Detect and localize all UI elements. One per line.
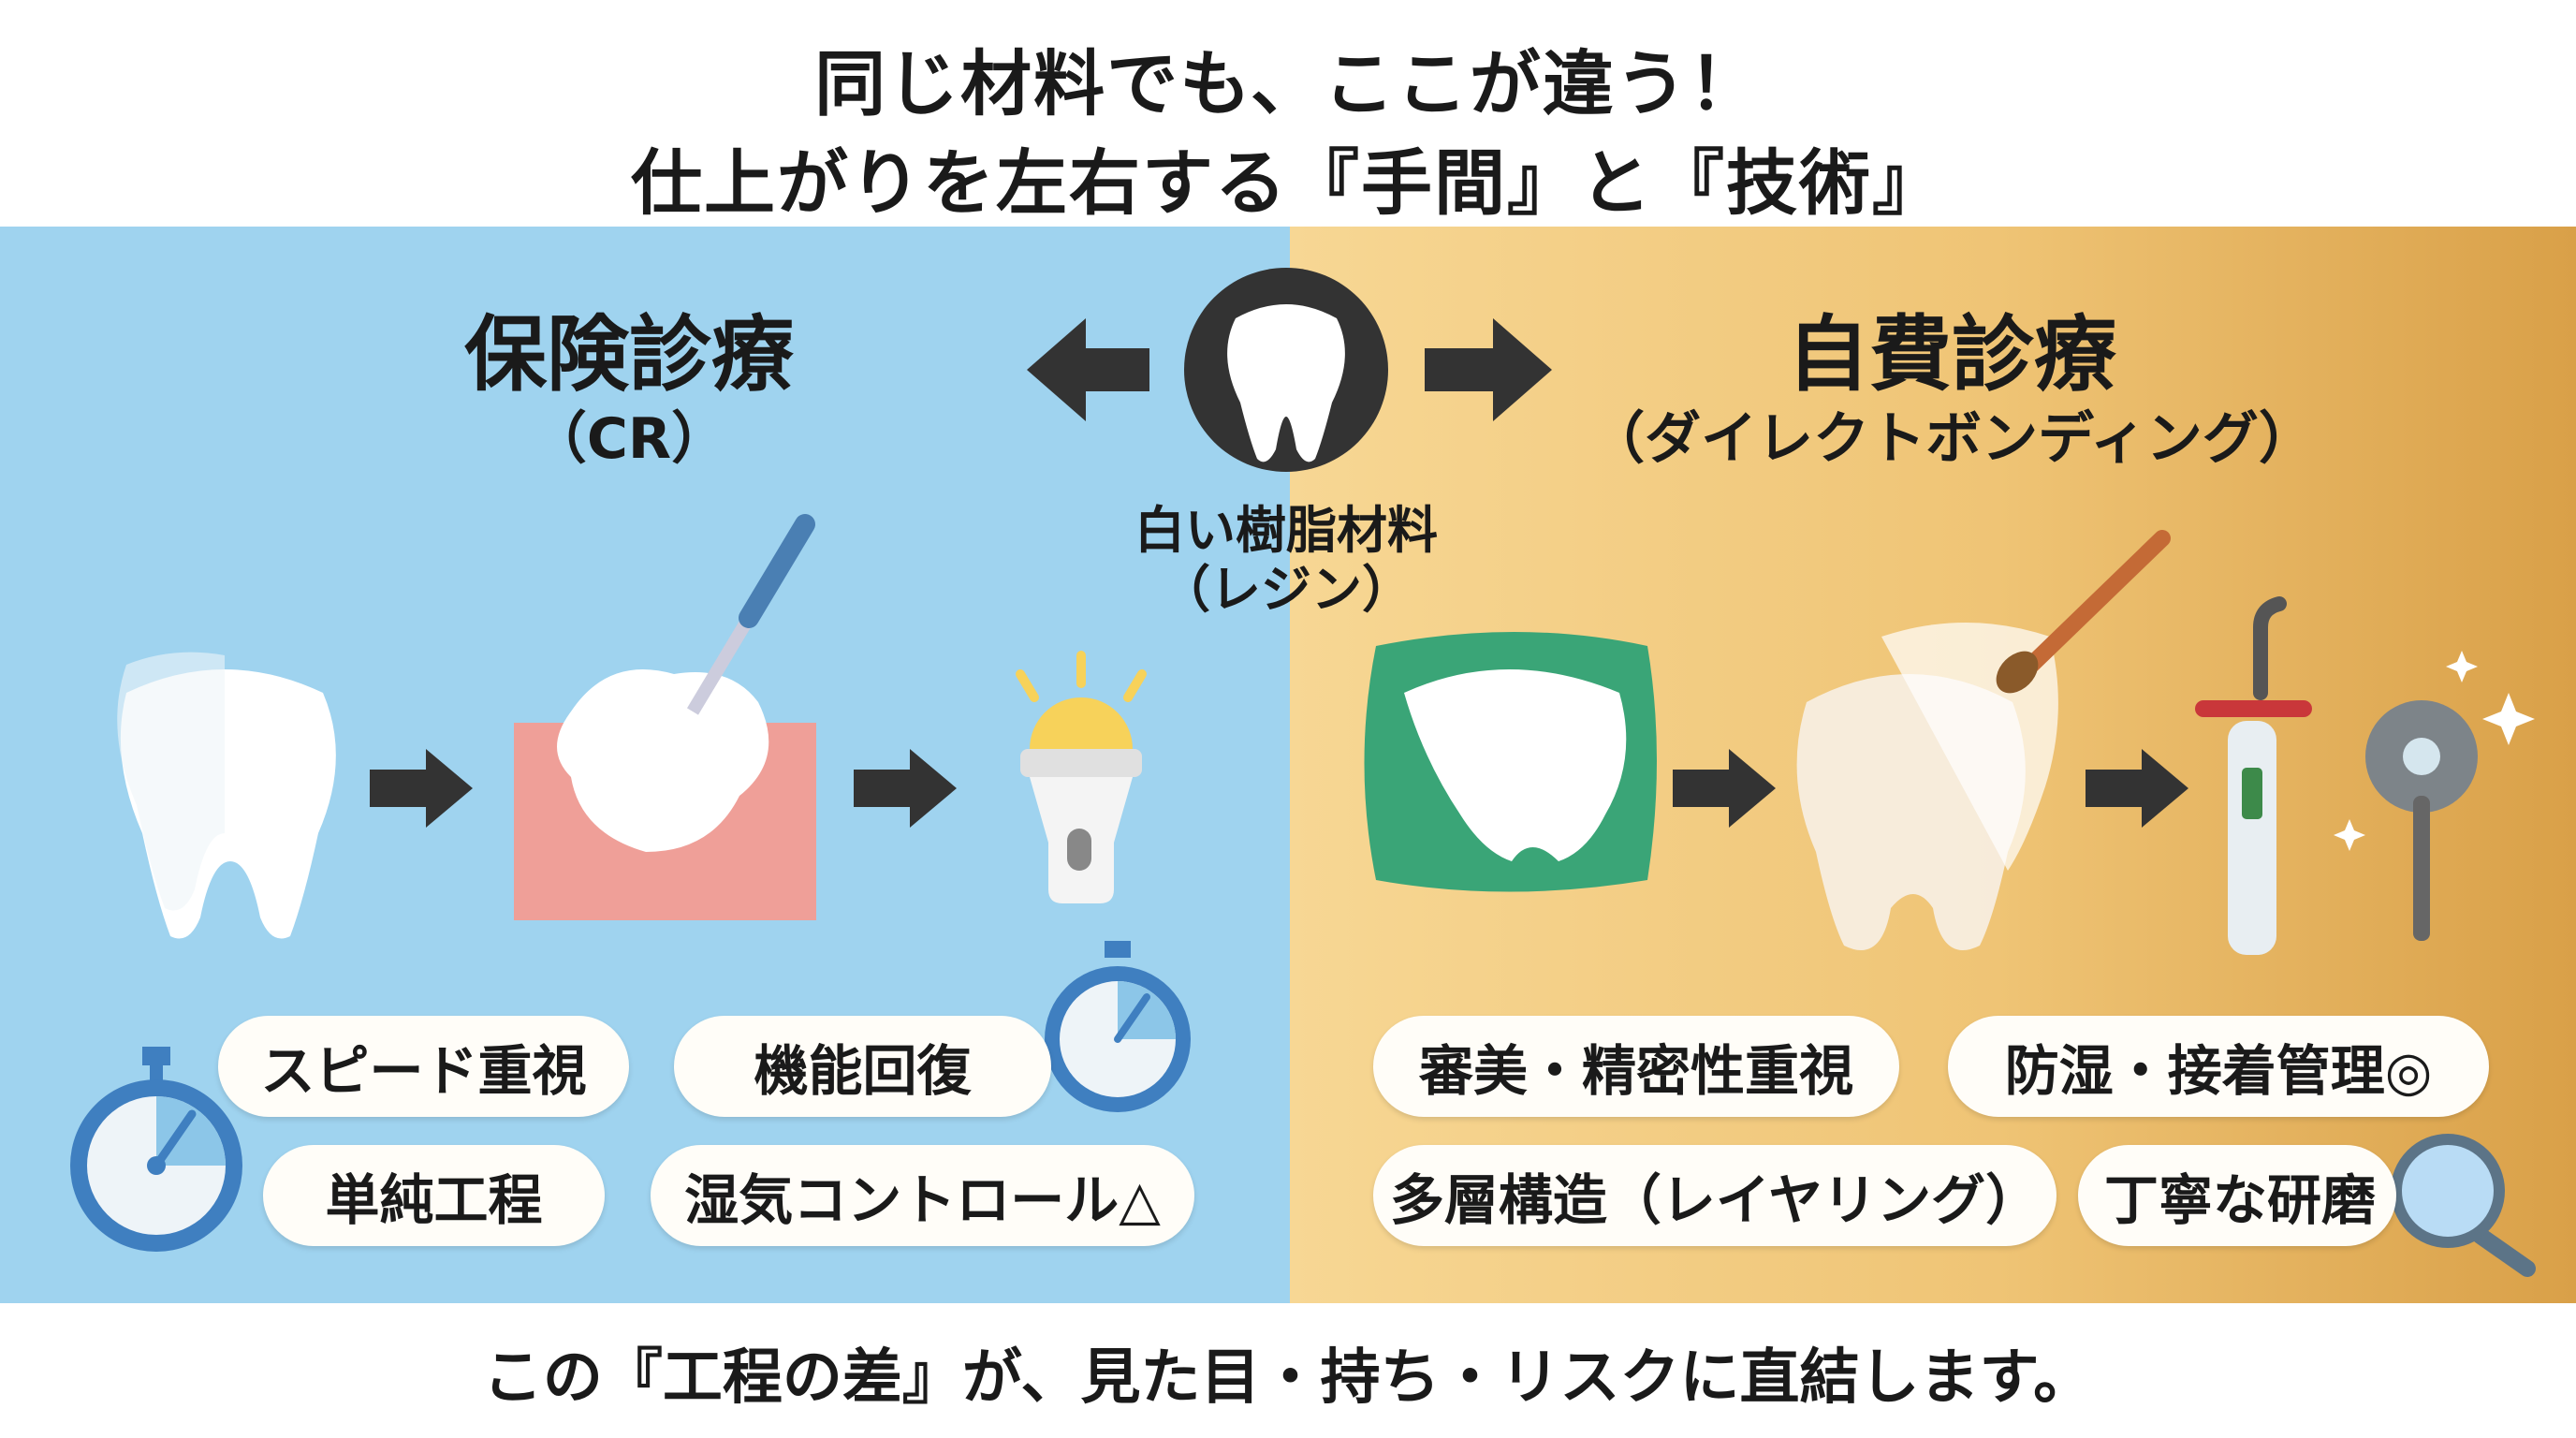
private-heading: 自費診療 [1786,306,2116,403]
arrow-left-icon [1027,318,1149,421]
material-label: 白い樹脂材料 [1134,501,1438,560]
tag-polishing: 丁寧な研磨 [2078,1145,2396,1246]
insurance-heading: 保険診療 [463,306,794,403]
stopwatch-icon [70,1047,242,1252]
polishing-disc-icon [2334,651,2535,941]
tag-speed: スピード重視 [218,1016,629,1117]
layered-tooth-icon [1796,530,2171,950]
title-line2: 仕上がりを左右する『手間』と『技術』 [631,141,1945,225]
tag-moisture: 湿気コントロール△ [651,1145,1194,1246]
tag-layering: 多層構造（レイヤリング） [1373,1145,2056,1246]
tag-aesthetic: 審美・精密性重視 [1373,1016,1899,1117]
tag-bonding: 防湿・接着管理◎ [1948,1016,2489,1117]
filling-gum-icon [514,514,816,920]
stopwatch-icon [1045,941,1191,1112]
magnifier-icon [2391,1134,2536,1277]
rubber-dam-icon [1364,632,1657,892]
curing-pen-icon [2195,596,2312,955]
arrow-icon [854,749,957,828]
arrow-icon [1673,749,1776,828]
arrow-icon [2086,749,2188,828]
insurance-subheading: （CR） [530,406,728,472]
title-line1: 同じ材料でも、ここが違う！ [814,42,1762,125]
tooth-icon [117,652,336,939]
tag-function: 機能回復 [674,1016,1051,1117]
footer-message: この『工程の差』が、見た目・持ち・リスクに直結します。 [482,1343,2094,1413]
arrow-icon [370,749,473,828]
tooth-circle-icon [1184,268,1388,472]
private-subheading: （ダイレクトボンディング） [1588,406,2315,472]
material-sublabel: （レジン） [1160,560,1412,619]
tag-simple: 単純工程 [263,1145,605,1246]
curing-light-icon [1016,651,1147,903]
arrow-right-icon [1425,318,1552,421]
